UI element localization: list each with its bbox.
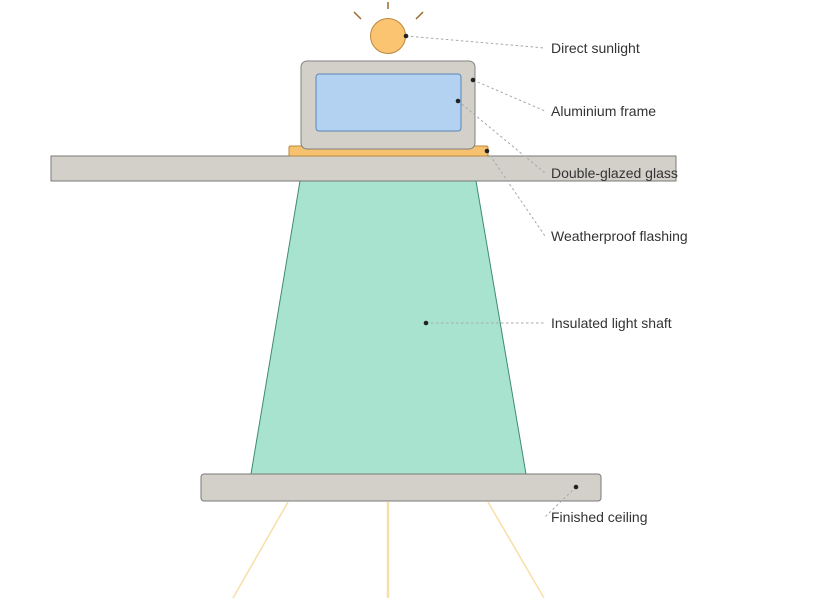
anchor-aluminium-frame [470, 77, 476, 83]
leader-lines [405, 35, 577, 518]
label-insulated-light-shaft: Insulated light shaft [551, 315, 672, 331]
anchor-finished-ceiling [573, 484, 579, 490]
label-direct-sunlight: Direct sunlight [551, 40, 640, 56]
leader-finished-ceiling [544, 486, 577, 518]
label-aluminium-frame: Aluminium frame [551, 103, 656, 119]
insulated-light-shaft [250, 180, 527, 475]
double-glazed-glass [315, 73, 462, 132]
light-beam-left [232, 501, 289, 599]
leader-double-glazed-glass [457, 100, 546, 174]
anchor-dots [403, 33, 579, 490]
sun-icon [353, 2, 424, 54]
finished-ceiling [200, 473, 602, 502]
label-finished-ceiling: Finished ceiling [551, 509, 648, 525]
light-beam-right [487, 501, 545, 599]
label-double-glazed-glass: Double-glazed glass [551, 165, 678, 181]
anchor-insulated-light-shaft [423, 320, 429, 326]
anchor-weatherproof-flashing [484, 148, 490, 154]
light-beams [232, 501, 545, 599]
roof-deck [50, 155, 677, 182]
leader-weatherproof-flashing [486, 150, 546, 237]
leader-aluminium-frame [472, 79, 546, 112]
anchor-double-glazed-glass [455, 98, 461, 104]
anchor-direct-sunlight [403, 33, 409, 39]
label-weatherproof-flashing: Weatherproof flashing [551, 228, 688, 244]
leader-direct-sunlight [405, 35, 546, 49]
